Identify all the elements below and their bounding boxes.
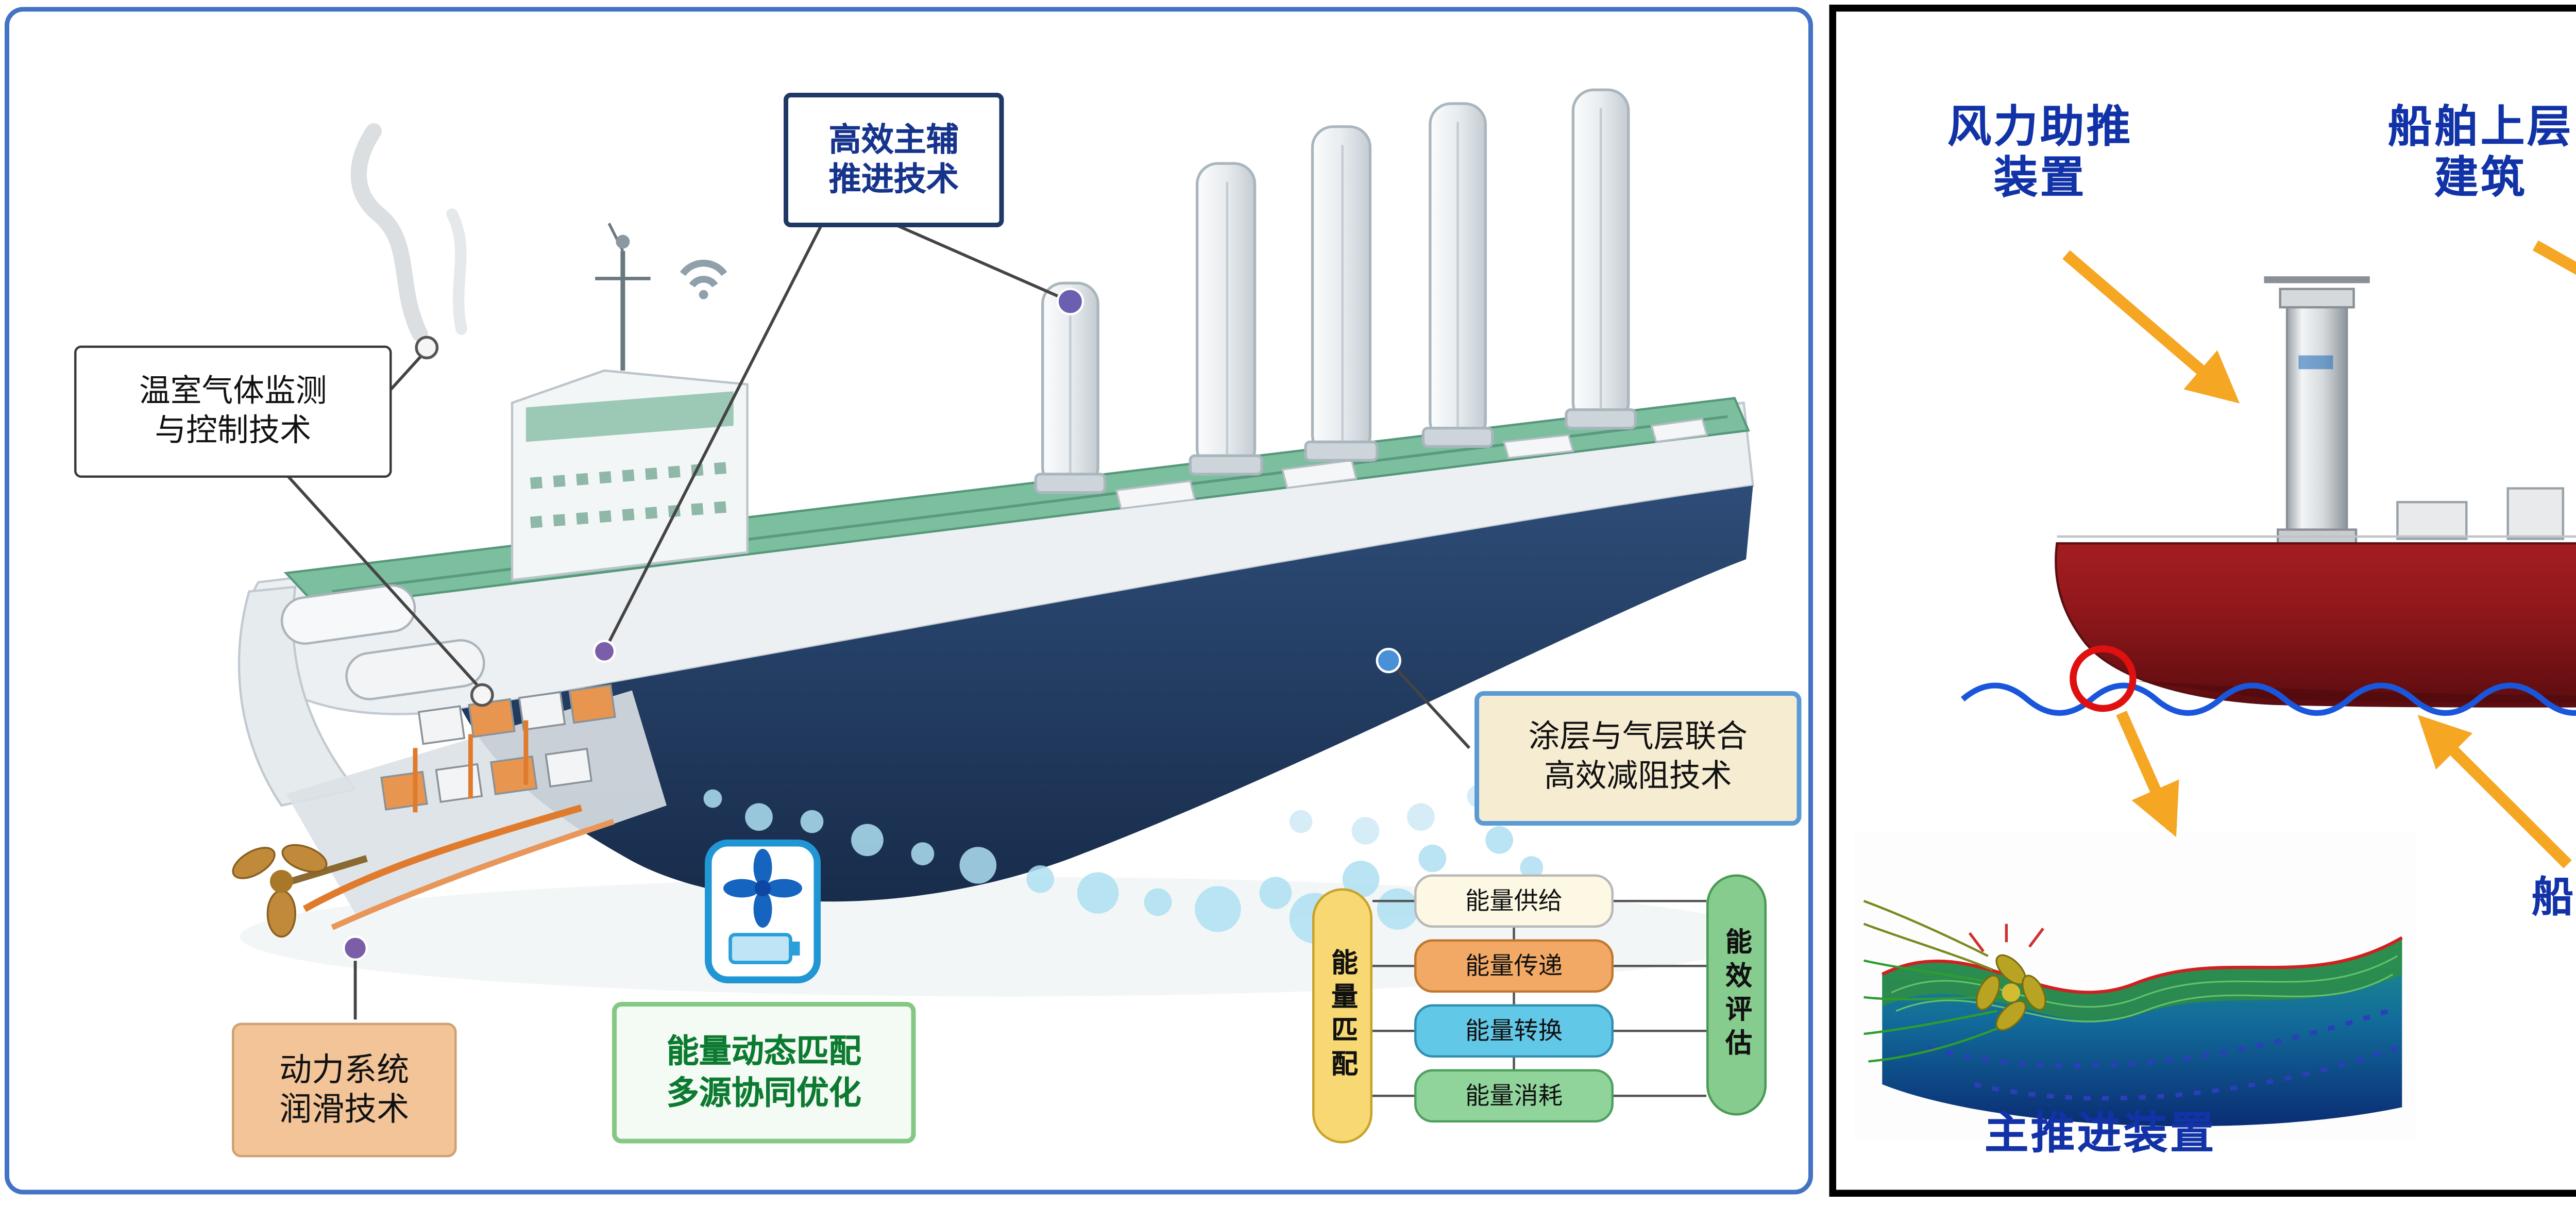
battery-icon — [728, 933, 800, 964]
label-energy-optimization: 能量动态匹配 多源协同优化 — [612, 1002, 916, 1144]
wing-sail — [1565, 88, 1637, 430]
label-lubrication-tech: 动力系统 润滑技术 — [232, 1023, 457, 1158]
left-diagram-panel: 高效主辅 推进技术 温室气体监测 与控制技术 涂层与气层联合 高效减阻技术 动力… — [5, 7, 1813, 1195]
engine-room-cutaway — [232, 584, 667, 938]
wing-sail — [1304, 125, 1379, 462]
label-stern-profile: 船舶尾部 型线 — [2532, 874, 2576, 970]
fan-icon — [723, 849, 802, 928]
wing-sail — [1189, 162, 1263, 476]
annotation-arrows — [2062, 240, 2576, 868]
propeller-location-circle — [2070, 645, 2137, 712]
energy-flowchart: 能量匹配 能量供给 能量传递 能量转换 能量消耗 能效评估 — [1308, 865, 1794, 1171]
waterline-wave — [1960, 682, 2576, 716]
flow-node-energy-matching: 能量匹配 — [1312, 888, 1372, 1144]
bronze-thruster — [232, 844, 368, 938]
foredeck-equipment — [2396, 487, 2565, 540]
wing-sails — [1034, 88, 1637, 494]
arrow-to-stern-lines — [2417, 715, 2572, 868]
label-wind-assist-device: 风力助推 装置 — [1947, 104, 2133, 205]
flow-node-energy-supply: 能量供给 — [1414, 874, 1614, 928]
rotor-sail — [2264, 276, 2370, 549]
flow-node-energy-evaluation: 能效评估 — [1706, 874, 1767, 1116]
right-diagram-panel: ★ — [1829, 5, 2576, 1197]
flow-node-energy-consumption: 能量消耗 — [1414, 1069, 1614, 1123]
callout-anchor-dots — [342, 288, 1401, 961]
orange-piping — [302, 720, 615, 930]
smoke-plume — [350, 123, 467, 342]
fan-battery-icon — [723, 849, 802, 964]
label-propulsion-tech: 高效主辅 推进技术 — [784, 93, 1004, 227]
wing-sail — [1421, 102, 1494, 448]
cfd-red-vectors — [1968, 924, 2044, 952]
flowchart-connectors — [1372, 900, 1706, 1097]
label-superstructure: 船舶上层 建筑 — [2387, 104, 2573, 205]
cfd-propeller-inset — [1854, 832, 2416, 1140]
label-drag-reduction: 涂层与气层联合 高效减阻技术 — [1475, 691, 1802, 826]
research-vessel-illustration: ★ — [1854, 240, 2576, 1140]
arrow-to-superstructure — [2532, 240, 2576, 275]
cfd-propeller — [1975, 954, 2046, 1031]
bridge-superstructure — [511, 223, 749, 581]
arrow-to-rotor — [2062, 250, 2240, 404]
wifi-icon — [680, 259, 727, 299]
ship-hull — [238, 401, 1755, 902]
label-ghg-monitoring: 温室气体监测 与控制技术 — [74, 345, 392, 478]
flow-node-energy-transfer: 能量传递 — [1414, 939, 1614, 993]
wing-sail — [1034, 281, 1107, 494]
label-main-propulsion: 主推进装置 — [1984, 1111, 2216, 1160]
energy-match-icon — [705, 840, 821, 983]
arrow-to-cfd-inset — [2116, 710, 2179, 837]
flow-node-energy-conversion: 能量转换 — [1414, 1004, 1614, 1058]
